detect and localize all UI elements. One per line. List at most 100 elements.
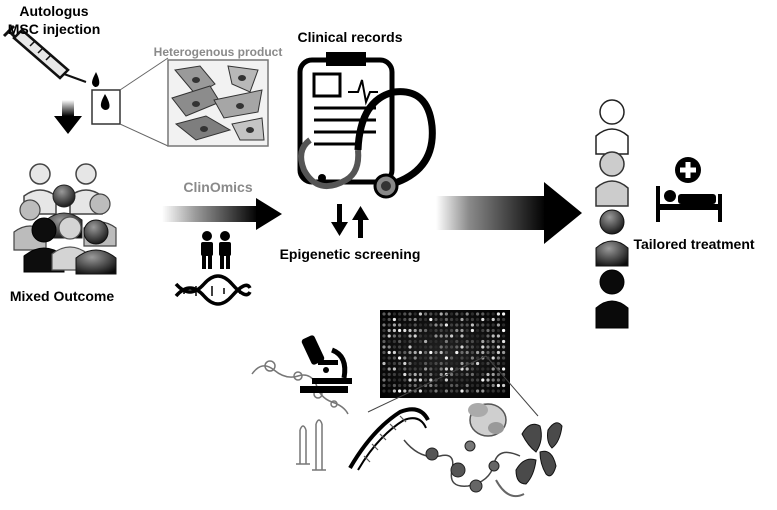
microarray-spot: [387, 323, 391, 327]
microarray-spot: [455, 389, 459, 393]
microarray-spot: [424, 345, 428, 349]
microarray-spot: [398, 323, 402, 327]
microarray-spot: [408, 323, 412, 327]
microarray-spot: [502, 367, 506, 371]
microarray-spot: [476, 356, 480, 360]
microarray-spot: [434, 350, 438, 355]
microarray-spot: [424, 389, 428, 393]
microarray-spot: [470, 317, 474, 322]
microarray-spot: [439, 367, 443, 371]
microarray-spot: [387, 350, 391, 355]
microarray-spot: [481, 383, 485, 388]
microarray-image: [380, 310, 510, 398]
microarray-spot: [465, 345, 469, 349]
microarray-spot: [444, 356, 448, 360]
microarray-spot: [481, 350, 485, 355]
clinomics-label: ClinOmics: [183, 179, 252, 195]
microarray-spot: [470, 372, 474, 377]
microarray-spot: [476, 383, 480, 388]
microarray-spot: [444, 389, 448, 393]
microarray-spot: [424, 312, 428, 316]
microarray-spot: [465, 356, 469, 360]
microarray-spot: [387, 367, 391, 371]
microarray-spot: [398, 389, 402, 393]
microarray-spot: [444, 345, 448, 349]
microarray-spot: [439, 345, 443, 349]
microarray-spot: [392, 361, 396, 366]
microarray-spot: [413, 361, 417, 366]
microarray-spot: [434, 317, 438, 322]
microarray-spot: [434, 367, 438, 371]
microarray-spot: [387, 345, 391, 349]
microarray-spot: [387, 317, 391, 322]
microarray-spot: [398, 350, 402, 355]
microarray-spot: [418, 317, 422, 322]
microarray-spot: [481, 312, 485, 316]
microarray-spot: [496, 361, 500, 366]
couple-icon: [201, 231, 231, 269]
microarray-spot: [465, 328, 469, 333]
microarray-spot: [460, 323, 464, 327]
microarray-spot: [403, 383, 407, 388]
microarray-spot: [502, 334, 506, 338]
microarray-spot: [424, 323, 428, 327]
microarray-spot: [392, 356, 396, 360]
microarray-spot: [392, 334, 396, 338]
microarray-spot: [413, 339, 417, 344]
microarray-spot: [398, 339, 402, 344]
microarray-spot: [382, 317, 386, 322]
microarray-spot: [382, 323, 386, 327]
microarray-spot: [465, 312, 469, 316]
microarray-spot: [439, 372, 443, 377]
microarray-spot: [424, 317, 428, 322]
microarray-spot: [418, 323, 422, 327]
microarray-spot: [413, 378, 417, 382]
microarray-spot: [392, 350, 396, 355]
microarray-spot: [403, 389, 407, 393]
microarray-spot: [392, 345, 396, 349]
microarray-spot: [460, 389, 464, 393]
microarray-spot: [418, 312, 422, 316]
microarray-spot: [398, 334, 402, 338]
microarray-spot: [486, 367, 490, 371]
microarray-spot: [491, 339, 495, 344]
microarray-spot: [486, 334, 490, 338]
microarray-spot: [481, 317, 485, 322]
zoom-line: [119, 57, 169, 91]
microarray-spot: [491, 345, 495, 349]
microarray-spot: [382, 367, 386, 371]
microarray-spot: [476, 339, 480, 344]
microarray-spot: [429, 317, 433, 322]
microarray-spot: [460, 328, 464, 333]
microarray-spot: [496, 389, 500, 393]
zoom-line: [485, 355, 539, 417]
microarray-spot: [392, 323, 396, 327]
microarray-spot: [408, 367, 412, 371]
microarray-spot: [476, 378, 480, 382]
microarray-spot: [434, 328, 438, 333]
microarray-spot: [408, 378, 412, 382]
microarray-spot: [424, 350, 428, 355]
microarray-spot: [496, 345, 500, 349]
microarray-spot: [470, 356, 474, 360]
microarray-spot: [491, 378, 495, 382]
microarray-spot: [413, 356, 417, 360]
microarray-spot: [455, 383, 459, 388]
patient-column-icon: [595, 99, 629, 329]
microarray-spot: [502, 328, 506, 333]
microarray-spot: [382, 361, 386, 366]
microarray-spot: [392, 317, 396, 322]
microarray-spot: [496, 334, 500, 338]
microarray-spot: [439, 312, 443, 316]
microarray-spot: [450, 383, 454, 388]
microarray-spot: [382, 328, 386, 333]
microscope-icon: [300, 335, 352, 393]
microarray-spot: [424, 334, 428, 338]
microarray-spot: [450, 323, 454, 327]
microarray-spot: [460, 339, 464, 344]
microarray-spot: [476, 317, 480, 322]
microarray-spot: [439, 389, 443, 393]
microarray-spot: [465, 378, 469, 382]
microarray-spot: [481, 378, 485, 382]
